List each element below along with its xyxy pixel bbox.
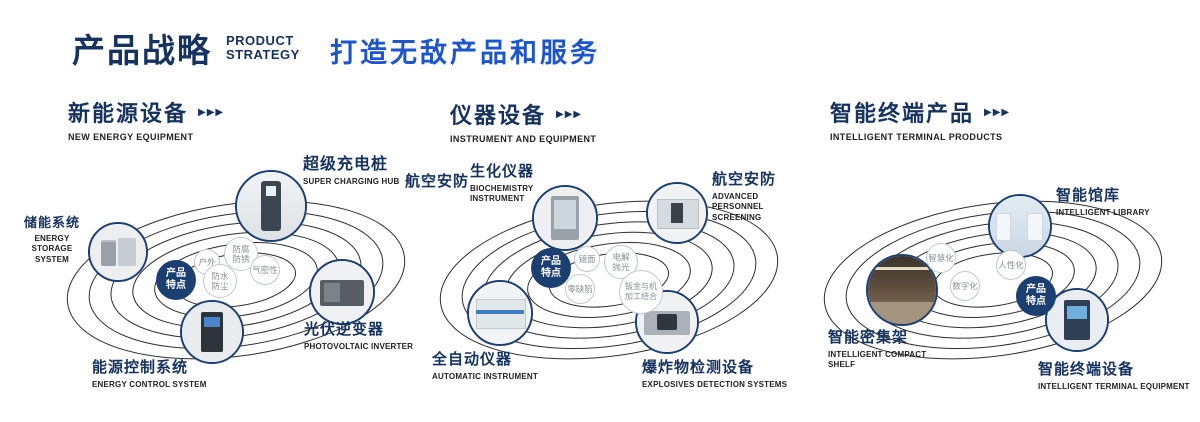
personnel-screening-photo bbox=[646, 182, 708, 244]
energy-storage-label: 储能系统 ENERGY STORAGE SYSTEM bbox=[16, 212, 88, 265]
feature-bubble: 钣金与机加工结合 bbox=[619, 270, 663, 314]
compact-shelf-label: 智能密集架 INTELLIGENT COMPACT SHELF bbox=[828, 326, 928, 371]
product-name-en: ENERGY STORAGE SYSTEM bbox=[31, 234, 73, 264]
section-title: 新能源设备 bbox=[68, 101, 189, 126]
badge-label: 产品特点 bbox=[166, 267, 186, 292]
section-title-row: 仪器设备 ▶▶▶ bbox=[450, 98, 596, 130]
explosives-detection-label: 爆炸物检测设备 EXPLOSIVES DETECTION SYSTEMS bbox=[642, 356, 787, 390]
feature-bubble: 人性化 bbox=[996, 250, 1026, 280]
intelligent-library-image bbox=[990, 196, 1050, 256]
page-subtitle-line1: PRODUCT bbox=[226, 33, 294, 48]
section-subtitle: INTELLIGENT TERMINAL PRODUCTS bbox=[830, 132, 1003, 142]
product-name-en: AUTOMATIC INSTRUMENT bbox=[432, 372, 538, 381]
triple-arrow-icon: ▶▶▶ bbox=[198, 106, 225, 118]
product-name: 智能终端设备 bbox=[1038, 361, 1135, 378]
feature-bubble: 镜面 bbox=[574, 246, 600, 272]
photovoltaic-inverter-photo bbox=[309, 259, 375, 325]
feature-label: 电解抛光 bbox=[612, 251, 630, 272]
feature-label: 镜面 bbox=[578, 253, 596, 264]
product-name: 超级充电桩 bbox=[303, 156, 389, 173]
product-name: 全自动仪器 bbox=[432, 351, 513, 368]
product-features-badge: 产品特点 bbox=[1016, 276, 1056, 316]
photovoltaic-inverter-image bbox=[311, 261, 373, 323]
intelligent-library-label: 智能馆库 INTELLIGENT LIBRARY bbox=[1056, 184, 1150, 218]
biochemistry-instrument-photo bbox=[532, 185, 598, 251]
product-name-en: INTELLIGENT TERMINAL EQUIPMENT bbox=[1038, 382, 1190, 391]
super-charging-hub-label: 超级充电桩 SUPER CHARGING HUB bbox=[303, 150, 400, 187]
page-subtitle: PRODUCT STRATEGY bbox=[226, 34, 300, 61]
feature-label: 防水防尘 bbox=[211, 270, 229, 291]
energy-control-label: 能源控制系统 ENERGY CONTROL SYSTEM bbox=[92, 356, 207, 390]
section-header-intelligent-terminal: 智能终端产品 ▶▶▶ INTELLIGENT TERMINAL PRODUCTS bbox=[830, 96, 1010, 142]
energy-control-image bbox=[182, 302, 242, 362]
section-title-row: 智能终端产品 ▶▶▶ bbox=[830, 96, 1010, 128]
section-header-new-energy: 新能源设备 ▶▶▶ NEW ENERGY EQUIPMENT bbox=[68, 96, 224, 142]
compact-shelf-image bbox=[868, 256, 936, 324]
super-charging-hub-image bbox=[237, 172, 305, 240]
badge-label: 产品特点 bbox=[541, 255, 561, 280]
feature-label: 气密性 bbox=[252, 264, 278, 275]
product-name: 能源控制系统 bbox=[92, 359, 189, 376]
product-name-en: INTELLIGENT COMPACT SHELF bbox=[828, 350, 927, 370]
page-subtitle-line2: STRATEGY bbox=[226, 46, 300, 62]
energy-control-photo bbox=[180, 300, 244, 364]
feature-label: 户外 bbox=[198, 256, 216, 267]
triple-arrow-icon: ▶▶▶ bbox=[556, 108, 583, 120]
product-name: 光伏逆变器 bbox=[304, 321, 385, 338]
product-name: 航空安防 bbox=[712, 171, 777, 188]
feature-label: 人性化 bbox=[998, 259, 1024, 270]
slogan: 打造无敌产品和服务 bbox=[330, 38, 600, 68]
section-subtitle: NEW ENERGY EQUIPMENT bbox=[68, 132, 194, 142]
feature-bubble: 气密性 bbox=[250, 255, 280, 285]
intelligent-terminal-label: 智能终端设备 INTELLIGENT TERMINAL EQUIPMENT bbox=[1038, 358, 1190, 392]
product-name-en: BIOCHEMISTRY INSTRUMENT bbox=[470, 184, 534, 204]
product-name: 智能密集架 bbox=[828, 329, 909, 346]
product-name-en: INTELLIGENT LIBRARY bbox=[1056, 208, 1150, 217]
product-name: 储能系统 bbox=[23, 215, 80, 230]
intelligent-library-photo bbox=[988, 194, 1052, 258]
triple-arrow-icon: ▶▶▶ bbox=[984, 106, 1011, 118]
automatic-instrument-image bbox=[469, 282, 531, 344]
product-name-en: SUPER CHARGING HUB bbox=[303, 177, 400, 186]
badge-label: 产品特点 bbox=[1026, 283, 1046, 308]
compact-shelf-photo bbox=[866, 254, 938, 326]
automatic-instrument-photo bbox=[467, 280, 533, 346]
section-title: 仪器设备 bbox=[450, 103, 547, 128]
section-title: 智能终端产品 bbox=[830, 101, 975, 126]
section-subtitle: INSTRUMENT AND EQUIPMENT bbox=[450, 134, 597, 144]
product-name-en: PHOTOVOLTAIC INVERTER bbox=[304, 342, 414, 351]
feature-bubble: 零缺陷 bbox=[565, 274, 595, 304]
feature-label: 钣金与机加工结合 bbox=[625, 282, 657, 301]
section-title-row: 新能源设备 ▶▶▶ bbox=[68, 96, 224, 128]
super-charging-hub-photo bbox=[235, 170, 307, 242]
product-name: 智能馆库 bbox=[1056, 187, 1121, 204]
feature-label: 零缺陷 bbox=[567, 283, 593, 294]
product-name-en: EXPLOSIVES DETECTION SYSTEMS bbox=[642, 380, 788, 389]
energy-storage-photo bbox=[88, 222, 148, 282]
product-features-badge: 产品特点 bbox=[531, 248, 571, 288]
feature-label: 数字化 bbox=[952, 280, 978, 291]
product-name-en: ENERGY CONTROL SYSTEM bbox=[92, 380, 207, 389]
aviation-security-side-label: 航空安防 bbox=[405, 173, 470, 190]
energy-storage-image bbox=[90, 224, 146, 280]
page-title: 产品战略 bbox=[72, 32, 212, 69]
photovoltaic-inverter-label: 光伏逆变器 PHOTOVOLTAIC INVERTER bbox=[304, 318, 413, 352]
product-name: 爆炸物检测设备 bbox=[642, 359, 755, 376]
biochemistry-instrument-image bbox=[534, 187, 596, 249]
feature-label: 防腐防锈 bbox=[232, 243, 250, 264]
biochemistry-instrument-label: 生化仪器 BIOCHEMISTRY INSTRUMENT bbox=[470, 160, 548, 205]
feature-bubble: 数字化 bbox=[950, 271, 980, 301]
product-name: 生化仪器 bbox=[470, 163, 535, 180]
feature-label: 智慧化 bbox=[928, 252, 954, 263]
feature-bubble: 智慧化 bbox=[926, 243, 956, 273]
personnel-screening-image bbox=[648, 184, 706, 242]
section-header-instrument: 仪器设备 ▶▶▶ INSTRUMENT AND EQUIPMENT bbox=[450, 98, 596, 144]
product-name-en: ADVANCED PERSONNEL SCREENING bbox=[712, 192, 764, 222]
personnel-screening-label: 航空安防 ADVANCED PERSONNEL SCREENING bbox=[712, 168, 804, 223]
feature-bubble: 防水防尘 bbox=[203, 264, 237, 298]
intelligent-terminal-image bbox=[1047, 290, 1107, 350]
automatic-instrument-label: 全自动仪器 AUTOMATIC INSTRUMENT bbox=[432, 348, 538, 382]
product-features-badge: 产品特点 bbox=[156, 260, 196, 300]
